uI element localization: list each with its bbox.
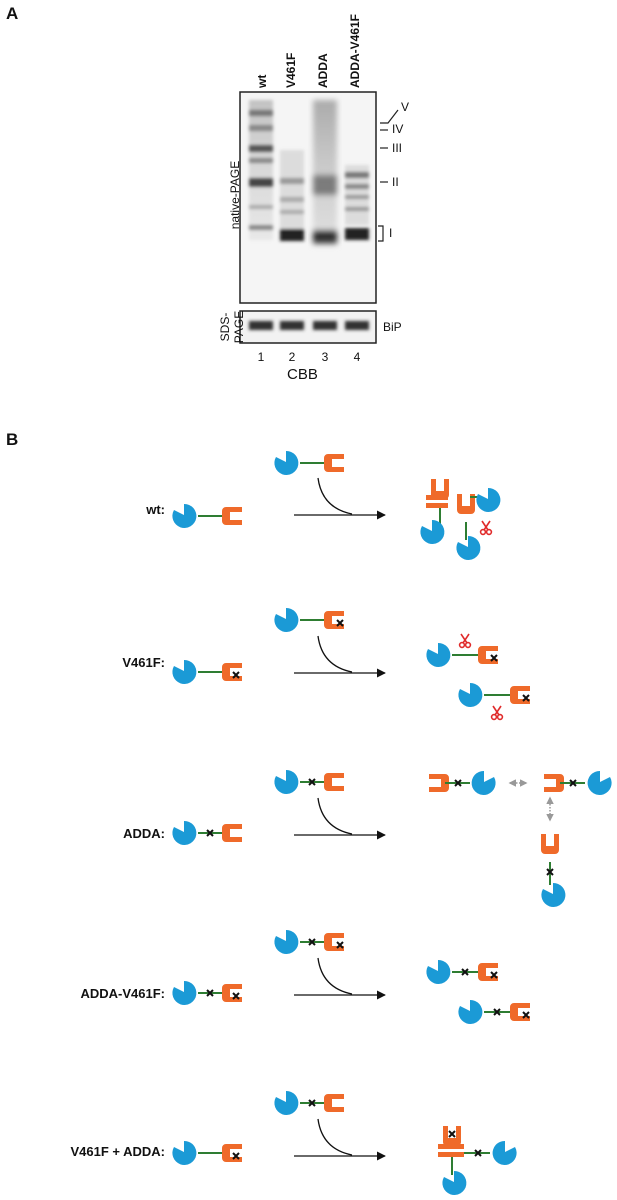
sds-page-label-2: PAGE (232, 310, 246, 344)
adda-monomer (172, 820, 242, 845)
lane-number-3: 3 (321, 350, 329, 364)
wt-arrow (294, 477, 386, 520)
wt-oligomer (420, 479, 501, 560)
mix-arrow (294, 1118, 386, 1161)
gel-figure (239, 91, 399, 344)
adda-product (429, 770, 612, 907)
row-label-adda-v461f: ADDA-V461F: (80, 986, 165, 1001)
stain-label: CBB (287, 366, 318, 383)
panel-b-letter: B (6, 430, 19, 449)
native-page-label: native-PAGE (228, 160, 242, 230)
band-label-iv: IV (392, 122, 404, 136)
mix-incoming (274, 1090, 344, 1115)
adda-v461f-product (426, 959, 530, 1024)
adda-v461f-incoming (274, 929, 344, 954)
row-label-v461f: V461F: (122, 655, 165, 670)
adda-arrow (294, 797, 386, 840)
adda-incoming (274, 769, 344, 794)
gel-lane-2 (280, 150, 304, 241)
band-label-ii: II (392, 175, 399, 189)
v461f-monomer (172, 659, 242, 684)
v461f-incoming (274, 607, 344, 632)
wt-incoming (274, 450, 344, 475)
band-label-i: I (389, 226, 393, 240)
adda-v461f-arrow (294, 957, 386, 1000)
band-label-v: V (401, 100, 410, 114)
sds-page-label-1: SDS- (218, 312, 232, 342)
gel-lane-4 (345, 165, 369, 240)
mix-monomer (172, 1140, 242, 1165)
band-markers (378, 109, 399, 242)
wt-monomer (172, 503, 242, 528)
lane-number-4: 4 (353, 350, 361, 364)
lane-number-2: 2 (288, 350, 296, 364)
row-label-adda: ADDA: (123, 826, 165, 841)
bip-label: BiP (383, 320, 402, 334)
mix-product (438, 1126, 517, 1195)
sds-bands (249, 321, 369, 330)
row-label-v461f-plus-adda: V461F + ADDA: (70, 1144, 165, 1159)
lane-number-1: 1 (257, 350, 265, 364)
row-label-wt: wt: (146, 502, 165, 517)
v461f-arrow (294, 635, 386, 678)
gel-lane-1 (249, 100, 273, 240)
panel-a-letter: A (6, 4, 19, 23)
v461f-product (426, 633, 530, 721)
adda-v461f-monomer (172, 980, 242, 1005)
band-label-iii: III (392, 141, 403, 155)
gel-lane-3 (313, 100, 337, 245)
